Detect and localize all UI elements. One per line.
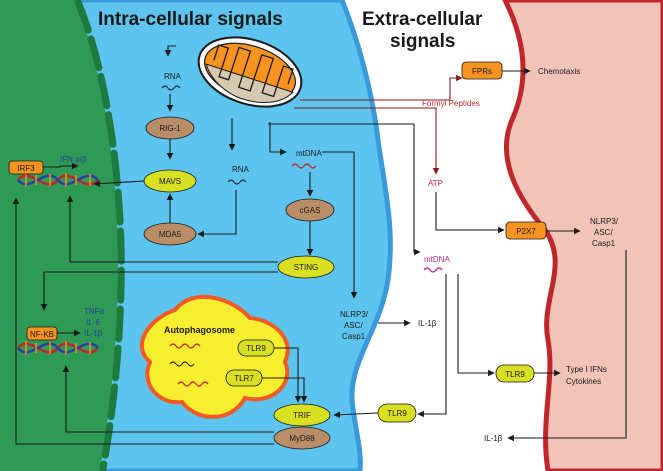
neighbor-cell [502, 0, 663, 471]
tlr9-membrane-label: TLR9 [387, 409, 407, 418]
chemotaxis-label: Chemotaxis [538, 67, 580, 76]
autophagosome-label: Autophagosome [164, 325, 235, 335]
dna-helix-icon [17, 341, 99, 355]
cytokines-label: Cytokines [566, 377, 601, 386]
mtdna-extra-label: mtDNA [424, 255, 450, 264]
trif-node [273, 403, 331, 427]
nlrp3-intra-line2: ASC/ [344, 321, 363, 330]
mavs-label: MAVS [159, 177, 181, 186]
irf3-label: IRF3 [17, 164, 35, 173]
cgas-label: cGAS [300, 206, 321, 215]
mtdna-wave-icon [169, 343, 201, 349]
rna-wave-icon [161, 85, 181, 91]
sting-node [277, 255, 335, 279]
il1b-extra-label: IL-1β [484, 434, 503, 443]
mtdna-intra-label: mtDNA [296, 149, 322, 158]
mtdna-wave-icon [291, 163, 317, 169]
type1-ifn-label: Type I IFNs [566, 365, 607, 374]
title-extra-line2: signals [390, 31, 455, 52]
rna-wave-icon [227, 179, 247, 185]
trif-label: TRIF [293, 411, 311, 420]
autophagosome [139, 294, 290, 419]
sting-label: STING [294, 263, 318, 272]
rna-top-label: RNA [164, 72, 182, 81]
il6-label: IL-6 [86, 318, 100, 327]
fprs-label: FPRs [472, 67, 492, 76]
myd88-label: MyD88 [289, 434, 315, 443]
title-intra: Intra-cellular signals [98, 9, 283, 30]
tlr9-autophagosome-label: TLR9 [246, 344, 266, 353]
ifn-label: IFN α/β [60, 155, 87, 164]
nfkb-label: NF-KB [30, 330, 54, 339]
nlrp3-extra-line3: Casp1 [592, 239, 616, 248]
rig1-label: RIG-1 [159, 124, 181, 133]
mtdna-wave-icon [177, 381, 209, 387]
p2x7-label: P2X7 [516, 227, 536, 236]
mitochondrion-icon [197, 36, 303, 108]
mda5-label: MDA5 [159, 230, 182, 239]
nlrp3-extra-line2: ASC/ [594, 228, 613, 237]
rna-wave-icon [169, 361, 195, 367]
title-extra-line1: Extra-cellular [362, 9, 483, 30]
il1b-intra-label: IL-1β [418, 319, 437, 328]
tnf-label: TNFα [84, 307, 105, 316]
dna-helix-icon [17, 173, 99, 187]
rna-mid-label: RNA [232, 165, 250, 174]
atp-label: ATP [428, 179, 443, 188]
nlrp3-intra-line3: Casp1 [342, 332, 366, 341]
mtdna-wave-icon [423, 267, 443, 273]
nuclear-envelope [74, 0, 125, 471]
il1b-nuclear-label: IL-1β [84, 329, 103, 338]
tlr9-extra-label: TLR9 [505, 370, 525, 379]
tlr7-label: TLR7 [234, 374, 254, 383]
formyl-peptides-label: Formyl Peptides [422, 99, 480, 108]
nlrp3-intra-line1: NLRP3/ [340, 310, 369, 319]
nlrp3-extra-line1: NLRP3/ [590, 217, 619, 226]
myd88-node [273, 426, 331, 450]
